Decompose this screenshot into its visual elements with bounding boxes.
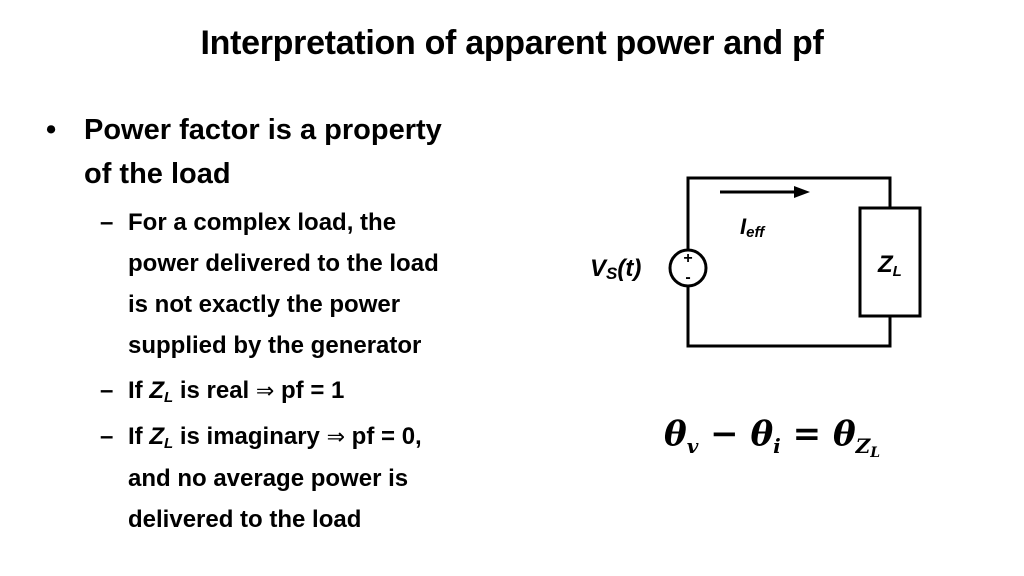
circuit-diagram: + - VS(t) ZL Ieff bbox=[590, 176, 922, 348]
dash-icon: – bbox=[100, 209, 114, 236]
current-arrowhead-icon bbox=[794, 186, 810, 198]
theta-symbol: θ bbox=[664, 414, 687, 454]
sub-bullet-line: is not exactly the power bbox=[128, 291, 401, 318]
circuit-wire-bottom bbox=[686, 286, 892, 348]
load-label: ZL bbox=[877, 251, 902, 280]
text-fragment: If bbox=[128, 423, 150, 450]
variable-z: Z bbox=[149, 377, 164, 404]
slide-title: Interpretation of apparent power and pf bbox=[200, 24, 824, 62]
text-fragment: If bbox=[128, 377, 150, 404]
dash-icon: – bbox=[100, 377, 114, 404]
sub-bullet-line: supplied by the generator bbox=[128, 332, 422, 359]
sub-bullet-line: delivered to the load bbox=[128, 506, 362, 533]
theta-symbol: θ bbox=[832, 414, 856, 454]
text-fragment: is real bbox=[173, 377, 256, 404]
sub-bullet-line: power delivered to the load bbox=[128, 250, 439, 277]
subscript-i: i bbox=[773, 434, 781, 458]
bullet-list: • Power factor is a property of the load… bbox=[44, 108, 544, 540]
sub-bullet-line: If ZL is imaginary ⇒ pf = 0, bbox=[128, 416, 544, 458]
phase-equation: θv − θi = θZL bbox=[664, 414, 880, 460]
sub-bullet-line: If ZL is real ⇒ pf = 1 bbox=[128, 370, 544, 412]
bullet-item: • Power factor is a property of the load bbox=[44, 108, 544, 196]
dash-icon: – bbox=[100, 423, 114, 450]
subscript-l: L bbox=[870, 445, 881, 461]
sub-bullet-item: – If ZL is real ⇒ pf = 1 bbox=[44, 370, 544, 412]
circuit-wire-top bbox=[686, 176, 892, 250]
bullet-line: of the load bbox=[84, 158, 231, 190]
source-plus: + bbox=[683, 250, 692, 267]
implies-arrow-icon: ⇒ bbox=[255, 379, 275, 404]
variable-subscript: L bbox=[164, 389, 174, 406]
sub-bullet-item: – If ZL is imaginary ⇒ pf = 0, and no av… bbox=[44, 416, 544, 540]
variable-subscript: L bbox=[164, 435, 174, 452]
equals-sign: = bbox=[780, 414, 833, 454]
voltage-source-icon bbox=[668, 248, 708, 288]
minus-sign: − bbox=[698, 414, 751, 454]
current-label: Ieff bbox=[740, 214, 766, 241]
theta-symbol: θ bbox=[750, 414, 774, 454]
sub-bullet-line: For a complex load, the bbox=[128, 209, 397, 236]
text-fragment: pf = 1 bbox=[274, 377, 345, 404]
source-label: VS(t) bbox=[590, 255, 641, 283]
bullet-line: Power factor is a property bbox=[84, 114, 442, 146]
load-impedance-box bbox=[858, 206, 922, 318]
subscript-v: v bbox=[686, 434, 699, 458]
text-fragment: pf = 0, bbox=[345, 423, 422, 450]
variable-z: Z bbox=[149, 423, 164, 450]
bullet-dot-icon: • bbox=[46, 114, 57, 146]
subscript-z: Z bbox=[855, 434, 871, 458]
text-fragment: is imaginary bbox=[173, 423, 327, 450]
implies-arrow-icon: ⇒ bbox=[326, 425, 346, 450]
sub-bullet-line: and no average power is bbox=[128, 465, 409, 492]
sub-bullet-item: – For a complex load, the power delivere… bbox=[44, 202, 544, 366]
source-minus: - bbox=[685, 269, 690, 286]
